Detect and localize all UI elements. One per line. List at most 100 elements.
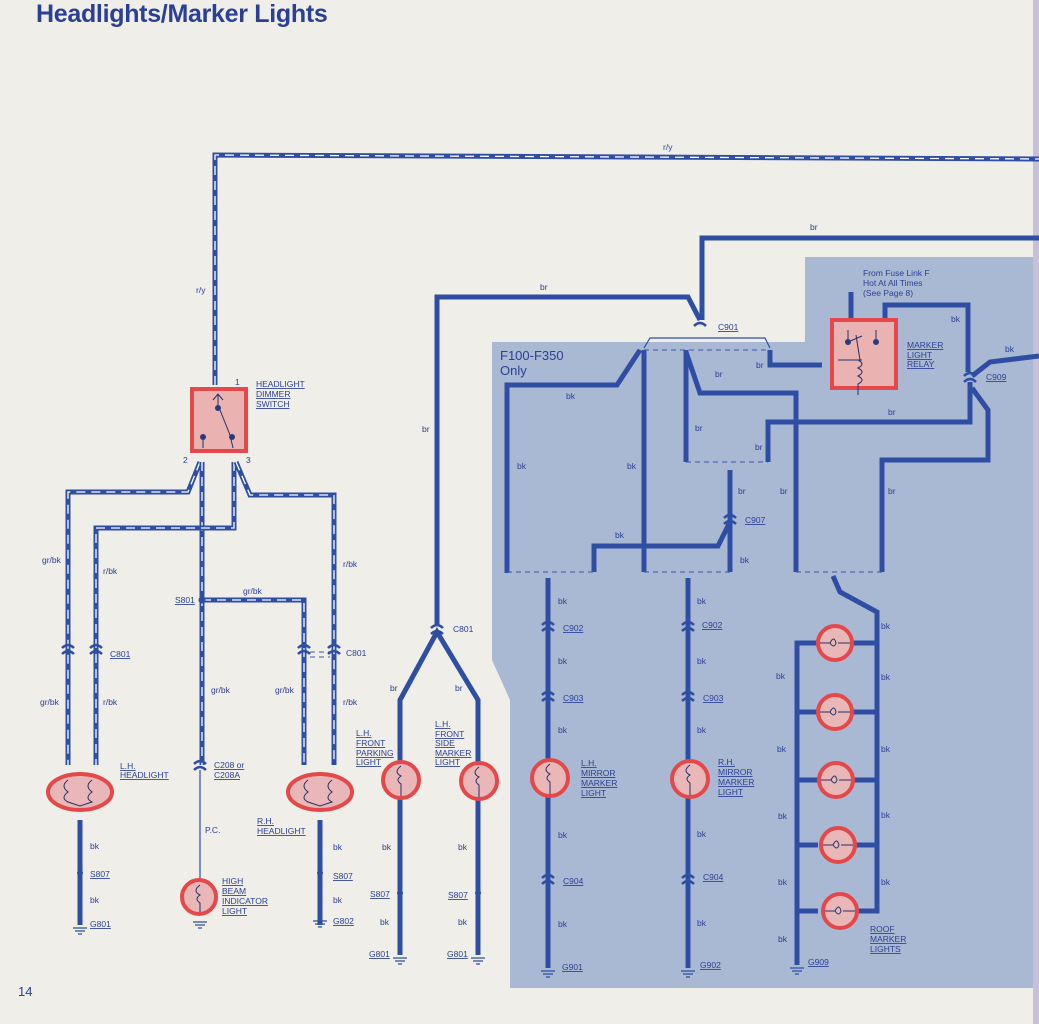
diagram-label: bk <box>558 919 568 929</box>
diagram-label: bk <box>777 744 787 754</box>
diagram-label: G801 <box>447 949 468 959</box>
page-edge <box>1033 0 1039 1024</box>
diagram-label: br <box>755 442 763 452</box>
diagram-label: 1 <box>235 377 240 387</box>
diagram-label: bk <box>778 811 788 821</box>
diagram-label: G801 <box>90 919 111 929</box>
diagram-label: C903 <box>563 693 584 703</box>
splice-dots <box>77 596 481 896</box>
diagram-label: INDICATOR <box>222 896 268 906</box>
diagram-label: RELAY <box>907 359 935 369</box>
diagram-label: r/bk <box>343 559 358 569</box>
panel-label: Only <box>500 363 527 378</box>
diagram-label: C904 <box>703 872 724 882</box>
diagram-label: br <box>810 222 818 232</box>
diagram-label: gr/bk <box>275 685 295 695</box>
diagram-label: bk <box>776 671 786 681</box>
diagram-label: bk <box>740 555 750 565</box>
connector-icons <box>61 321 977 885</box>
diagram-label: br <box>715 369 723 379</box>
diagram-label: bk <box>333 842 343 852</box>
diagram-label: bk <box>458 917 468 927</box>
diagram-label: FRONT <box>356 738 385 748</box>
diagram-label: br <box>888 407 896 417</box>
diagram-label: br <box>422 424 430 434</box>
diagram-label: G902 <box>700 960 721 970</box>
diagram-label: C901 <box>718 322 739 332</box>
diagram-label: HEADLIGHT <box>257 826 306 836</box>
diagram-label: bk <box>881 810 891 820</box>
diagram-label: bk <box>778 934 788 944</box>
connector-labels: C801 C801 C801 S801 C208 or C208A S807 S… <box>90 322 1007 972</box>
diagram-label: bk <box>697 725 707 735</box>
diagram-label: LIGHTS <box>870 944 901 954</box>
diagram-label: ROOF <box>870 924 895 934</box>
diagram-label: bk <box>778 877 788 887</box>
diagram-label: HIGH <box>222 876 243 886</box>
diagram-label: gr/bk <box>243 586 263 596</box>
diagram-label: MARKER <box>581 778 617 788</box>
diagram-label: G801 <box>369 949 390 959</box>
diagram-label: gr/bk <box>40 697 60 707</box>
diagram-label: C907 <box>745 515 766 525</box>
diagram-label: br <box>738 486 746 496</box>
diagram-label: bk <box>380 917 390 927</box>
diagram-label: L.H. <box>435 719 451 729</box>
diagram-label: C801 <box>346 648 367 658</box>
diagram-label: PARKING <box>356 748 394 758</box>
ground-icons <box>73 920 804 978</box>
diagram-label: LIGHT <box>356 757 381 767</box>
diagram-label: HEADLIGHT <box>120 770 169 780</box>
diagram-label: L.H. <box>120 761 136 771</box>
f100-f350-panel <box>492 257 1035 988</box>
diagram-label: gr/bk <box>211 685 231 695</box>
diagram-label: C208A <box>214 770 240 780</box>
diagram-label: r/bk <box>103 566 118 576</box>
diagram-label: LIGHT <box>718 787 743 797</box>
panel-label: F100-F350 <box>500 348 564 363</box>
diagram-label: br <box>455 683 463 693</box>
diagram-label: L.H. <box>581 758 597 768</box>
diagram-label: br <box>390 683 398 693</box>
dashed-links <box>310 337 882 658</box>
diagram-label: bk <box>517 461 527 471</box>
diagram-label: bk <box>558 830 568 840</box>
diagram-label: bk <box>881 744 891 754</box>
diagram-label: 2 <box>183 455 188 465</box>
diagram-label: FRONT <box>435 729 464 739</box>
diagram-label: C208 or <box>214 760 244 770</box>
page-title: Headlights/Marker Lights <box>36 0 328 28</box>
diagram-label: bk <box>697 596 707 606</box>
diagram-label: bk <box>881 621 891 631</box>
page-number: 14 <box>18 984 33 999</box>
diagram-label: bk <box>627 461 637 471</box>
diagram-label: LIGHT <box>222 906 247 916</box>
diagram-label: br <box>888 486 896 496</box>
diagram-label: C801 <box>110 649 131 659</box>
diagram-label: r/bk <box>343 697 358 707</box>
diagram-label: bk <box>697 829 707 839</box>
diagram-label: BEAM <box>222 886 246 896</box>
lh-headlight <box>46 772 114 812</box>
diagram-label: bk <box>333 895 343 905</box>
diagram-label: gr/bk <box>42 555 62 565</box>
diagram-label: 3 <box>246 455 251 465</box>
diagram-label: br <box>540 282 548 292</box>
diagram-label: C902 <box>702 620 723 630</box>
diagram-label: MIRROR <box>581 768 615 778</box>
diagram-label: S807 <box>333 871 353 881</box>
diagram-label: DIMMER <box>256 389 290 399</box>
diagram-label: P.C. <box>205 825 220 835</box>
diagram-label: C909 <box>986 372 1007 382</box>
component-labels: 1 2 3 HEADLIGHT DIMMER SWITCH L.H. HEADL… <box>120 268 943 954</box>
diagram-label: bk <box>90 841 100 851</box>
diagram-label: br <box>756 360 764 370</box>
diagram-label: MARKER <box>907 340 943 350</box>
diagram-label: bk <box>458 842 468 852</box>
diagram-label: L.H. <box>356 728 372 738</box>
diagram-label: S801 <box>175 595 195 605</box>
rh-headlight <box>286 772 354 812</box>
diagram-label: bk <box>697 918 707 928</box>
headlight-dimmer-switch <box>190 387 248 453</box>
striped-wires <box>65 152 1039 765</box>
